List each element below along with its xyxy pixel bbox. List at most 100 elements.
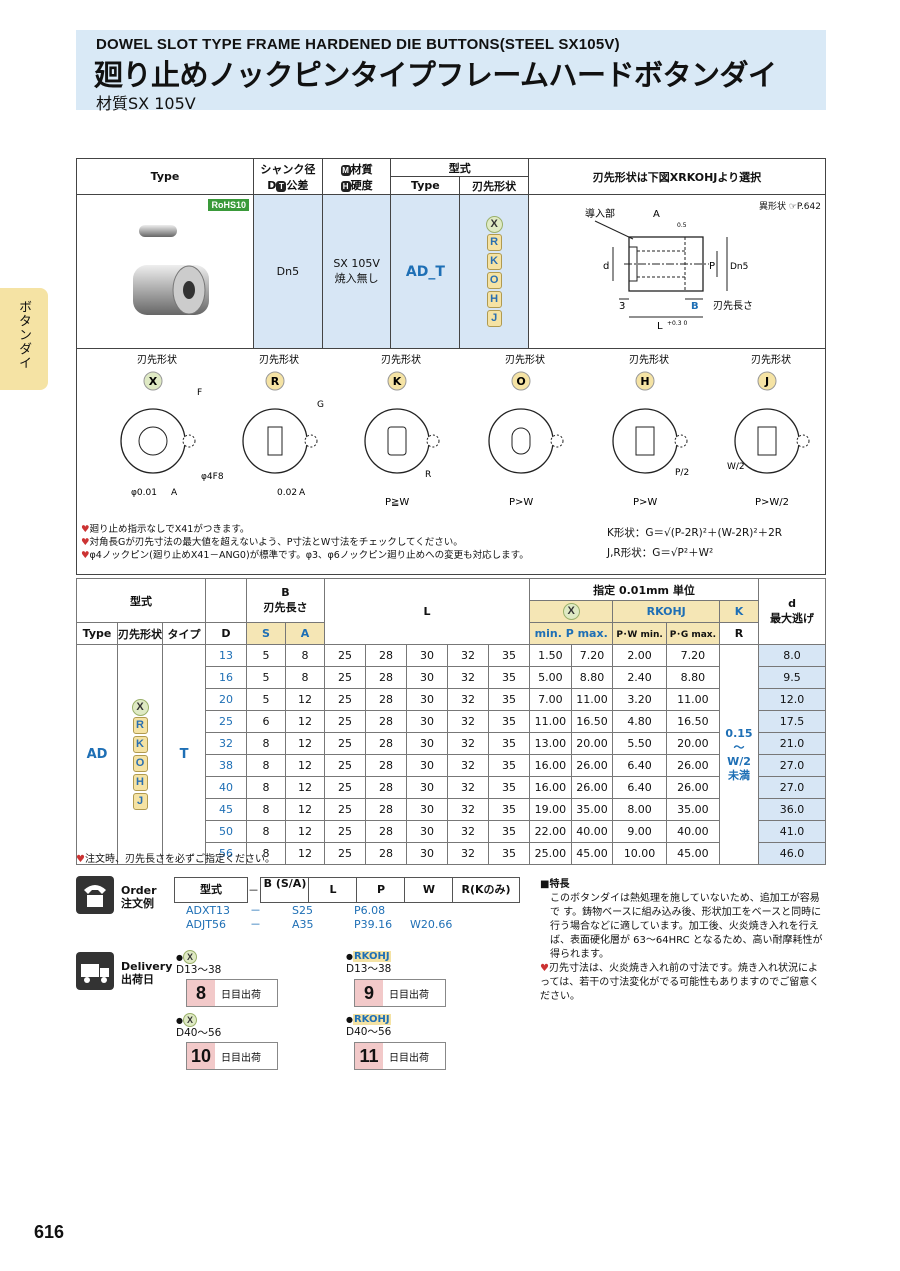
cell-L: 30 [406,732,448,755]
spec-h-type: Type [76,158,254,195]
cell-L: 32 [447,732,489,755]
formula-k: K形状：G＝√(P-2R)²＋(W-2R)²＋2R [607,527,783,539]
cell-pmax: 11.00 [570,688,614,711]
cell-pg: 40.00 [665,820,721,843]
cell-L: 32 [447,688,489,711]
cell-L: 35 [488,798,530,821]
tip-j-icon: J [486,309,502,327]
features-body: このボタンダイは熱処理を施していないため、追加工が容易で す。鋳物ベースに組み込… [550,893,823,960]
shape-mark: K [393,375,402,388]
order-box-w: W [404,877,454,903]
cell-L: 28 [365,644,407,667]
shape-outline [612,408,678,474]
type-value: AD_T [390,194,461,349]
cell-L: 32 [447,710,489,733]
shape-label: 刃先形状 [381,353,421,366]
dt-h-D: D [205,622,247,645]
side-tab-label: ボタンダイ [16,300,31,370]
cell-pw: 5.50 [612,732,667,755]
cell-pg: 11.00 [665,688,721,711]
dt-h-model: 型式 [76,578,206,623]
tip-k-icon: K [486,252,502,270]
order-box-r: R(Kのみ) [452,877,520,903]
cell-L: 32 [447,820,489,843]
caution-icon: ♥ [81,524,90,535]
cell-L: 35 [488,688,530,711]
cell-L: 35 [488,644,530,667]
cell-pw: 3.20 [612,688,667,711]
note-3: ♥φ4ノックピン(廻り止めX41－ANG0)が標準です。φ3、φ6ノックピン廻り… [81,550,529,561]
cell-r-range: 0.15 ～ W/2 未満 [719,644,759,865]
cell-L: 25 [324,820,366,843]
rohs-badge: RoHS10 [208,199,249,211]
dim-label: φ0.01 [131,488,157,498]
order-box-b: B (S/A) [260,877,310,903]
cell-pmin: 22.00 [529,820,572,843]
features-note: ♥刃先寸法は、火炎焼き入れ前の寸法です。焼き入れ状況によっては、若干の寸法変化が… [540,963,820,1002]
tol-mark-icon: T [276,180,287,192]
side-tab[interactable]: ボタンダイ [0,288,48,390]
caution-icon: ♥ [540,963,549,974]
alt-ref[interactable]: 異形状 ☞P.642 [758,202,821,212]
cell-L: 35 [488,842,530,865]
product-image-cell: RoHS10 [76,194,254,349]
shape-mark: H [640,375,649,388]
cell-D: 40 [205,776,247,799]
dim-label: φ4F8 [201,472,224,482]
dt-h-type: Type [76,622,118,645]
cell-S: 6 [246,710,286,733]
cell-d: 17.5 [758,710,826,733]
caution-icon: ♥ [76,854,85,865]
dt-h-d-blank [205,578,247,623]
cell-pg: 7.20 [665,644,721,667]
cell-d: 9.5 [758,666,826,689]
features-title: ■特長 [540,879,570,890]
cell-D: 32 [205,732,247,755]
hardness-mark-icon: H [340,180,351,192]
dimension-drawing-cell: 異形状 ☞P.642 導入部 A 0.5 d P Dn5 [527,194,827,349]
cell-L: 28 [365,732,407,755]
dt-h-pmin: min. P max. [528,622,614,645]
cell-L: 28 [365,710,407,733]
cell-L: 30 [406,666,448,689]
header-banner: DOWEL SLOT TYPE FRAME HARDENED DIE BUTTO… [76,30,826,113]
cell-L: 30 [406,644,448,667]
dim-label: F [197,388,202,398]
cell-pg: 26.00 [665,754,721,777]
cell-L: 28 [365,776,407,799]
cell-L: 30 [406,688,448,711]
cell-L: 32 [447,644,489,667]
cell-L: 35 [488,732,530,755]
caution-icon: ♥ [81,537,90,548]
cell-L: 32 [447,754,489,777]
cell-pw: 9.00 [612,820,667,843]
cell-L: 32 [447,798,489,821]
material-label: 材質SX 105V [96,94,196,113]
dt-h-l: L [324,578,530,645]
cell-L: 30 [406,820,448,843]
cell-pmax: 7.20 [570,644,614,667]
dim-label: P/2 [675,468,689,478]
cell-pmin: 11.00 [529,710,572,733]
dimension-drawing: 導入部 A 0.5 d P Dn5 3 B 刃先長さ L +0.3 0 [585,207,753,332]
order-box-p: P [356,877,406,903]
shape-hole [387,426,407,456]
spec-h-select: 刃先形状は下図XRKOHJより選択 [527,158,827,195]
tip-icon: R [132,716,148,734]
shape-drawings: 刃先形状X刃先形状R刃先形状KP≧W刃先形状OP>W刃先形状HP>W刃先形状JP… [120,353,810,508]
cell-pmax: 26.00 [570,776,614,799]
